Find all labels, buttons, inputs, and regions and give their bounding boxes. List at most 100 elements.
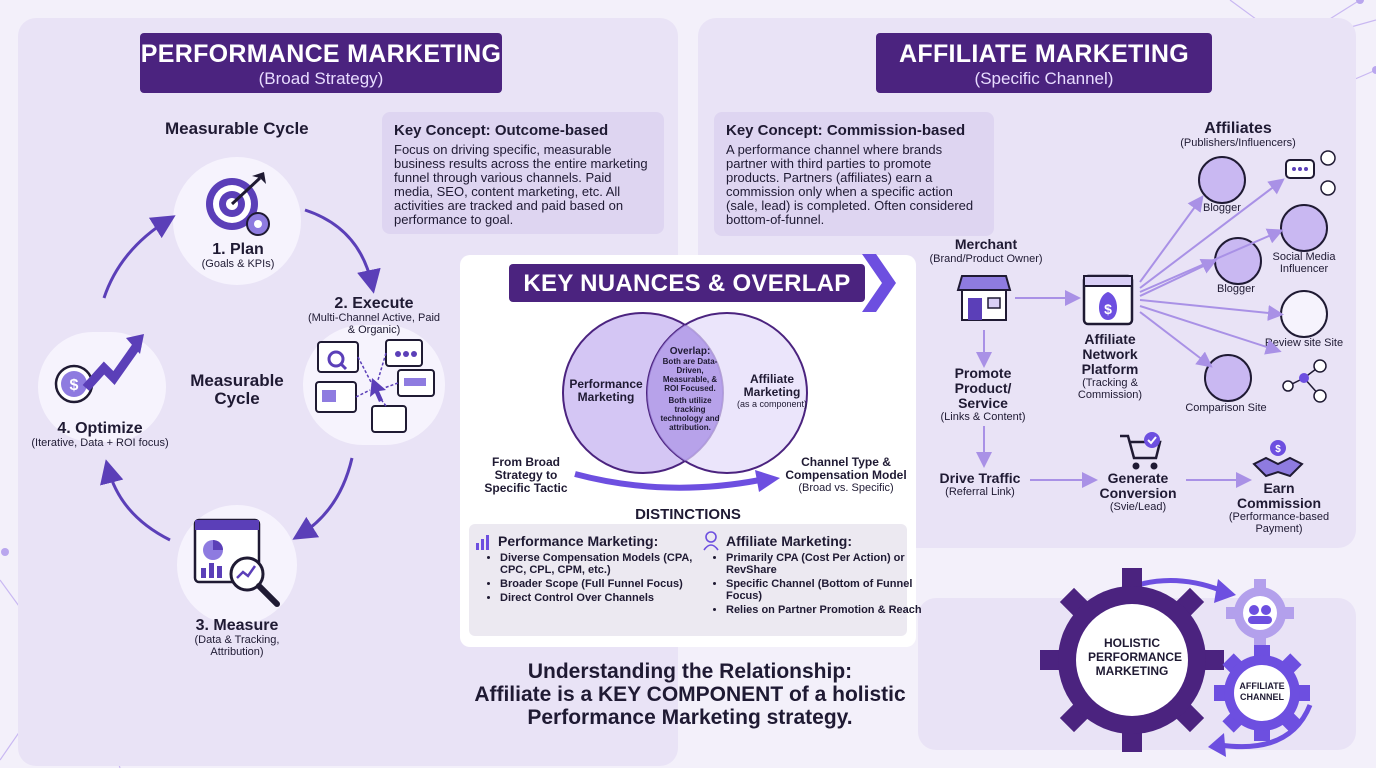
svg-text:$: $ [1104, 301, 1112, 317]
promote-label: Promote Product/ Service (Links & Conten… [928, 365, 1038, 424]
distinctions-heading: DISTINCTIONS [635, 506, 741, 523]
earn-label: Earn Commission (Performance-based Payme… [1220, 480, 1338, 536]
svg-text:$: $ [70, 377, 79, 394]
overlap-box: Overlap: Both are Data-Driven, Measurabl… [655, 346, 725, 432]
affiliate-title: AFFILIATE MARKETING [899, 40, 1189, 68]
distinctions-box [469, 524, 907, 636]
affiliates-title: Affiliates [1204, 120, 1272, 137]
affiliate-type-comparison: Comparison Site [1185, 402, 1267, 414]
affiliate-type-review: Review site Site [1264, 337, 1344, 349]
step-plan-label: 1. Plan (Goals & KPIs) [183, 241, 293, 270]
affiliate-title-box: AFFILIATE MARKETING (Specific Channel) [876, 33, 1212, 93]
aff-item: Specific Channel (Bottom of Funnel Focus… [726, 578, 922, 602]
drive-sub: (Referral Link) [945, 486, 1015, 498]
venn-diagram [562, 312, 808, 474]
bar-chart-icon [476, 535, 489, 550]
venn-right-title: Affiliate Marketing [743, 372, 801, 399]
from-strategy-label: From Broad Strategy to Specific Tactic [484, 455, 568, 495]
network-title: Affiliate Network Platform [1081, 331, 1139, 377]
step-execute-label: 2. Execute (Multi-Channel Active, Paid &… [306, 295, 442, 336]
promote-title: Promote Product/ Service [954, 365, 1012, 411]
network-platform-icon: $ [1082, 274, 1134, 326]
step-measure-sub: (Data & Tracking, Attribution) [194, 634, 280, 658]
store-icon [956, 275, 1012, 321]
step-optimize-sub: (Iterative, Data + ROI focus) [31, 437, 169, 449]
perf-distinctions-head: Performance Marketing: [498, 533, 659, 549]
target-gear-icon [206, 172, 270, 236]
perf-item: Direct Control Over Channels [500, 592, 710, 604]
relationship-line-3: Performance Marketing strategy. [527, 706, 853, 729]
merchant-label: Merchant (Brand/Product Owner) [918, 236, 1054, 265]
cycle-heading: Measurable Cycle [165, 119, 309, 138]
person-badge-icon [703, 531, 719, 551]
affiliate-concept-box: Key Concept: Commission-based A performa… [714, 112, 994, 236]
aff-item: Relies on Partner Promotion & Reach [726, 604, 922, 616]
overlap-title: Overlap: [669, 346, 711, 357]
earn-sub: (Performance-based Payment) [1228, 511, 1330, 535]
step-measure-title: 3. Measure [195, 617, 279, 634]
performance-concept-title: Key Concept: Outcome-based [394, 122, 609, 139]
nuances-title: KEY NUANCES & OVERLAP [523, 270, 851, 297]
perf-distinctions-list: Diverse Compensation Models (CPA, CPC, C… [482, 552, 710, 604]
cycle-center-label: Measurable Cycle [190, 371, 284, 408]
promote-sub: (Links & Content) [940, 411, 1026, 423]
affiliate-type-blogger-2: Blogger [1217, 283, 1255, 295]
affiliate-type-blogger-1: Blogger [1203, 202, 1241, 214]
nuances-title-box: KEY NUANCES & OVERLAP [509, 264, 865, 302]
drive-label: Drive Traffic (Referral Link) [934, 470, 1026, 499]
influencer-avatar [1280, 204, 1328, 252]
blogger-avatar-1 [1198, 156, 1246, 204]
aff-distinctions-list: Primarily CPA (Cost Per Action) or RevSh… [708, 552, 922, 616]
relationship-statement: Understanding the Relationship: Affiliat… [440, 660, 940, 729]
drive-title: Drive Traffic [939, 470, 1021, 486]
affiliate-subtitle: (Specific Channel) [974, 69, 1114, 88]
network-users-icon [1282, 359, 1327, 403]
step-optimize-label: 4. Optimize (Iterative, Data + ROI focus… [22, 420, 178, 449]
growth-arrow-dollar-icon: $ [54, 334, 144, 404]
affiliate-gear-label: AFFILIATE CHANNEL [1239, 681, 1285, 702]
network-sub: (Tracking & Commission) [1077, 377, 1143, 401]
aff-item: Primarily CPA (Cost Per Action) or RevSh… [726, 552, 922, 576]
conversion-label: Generate Conversion (Svie/Lead) [1086, 470, 1190, 514]
cart-icon [1120, 432, 1162, 470]
channel-sub: (Broad vs. Specific) [798, 482, 894, 494]
perf-item: Diverse Compensation Models (CPA, CPC, C… [500, 552, 710, 576]
venn-left-label: Performance Marketing [569, 377, 643, 404]
merchant-sub: (Brand/Product Owner) [929, 253, 1043, 265]
affiliates-sub: (Publishers/Influencers) [1180, 137, 1296, 149]
performance-title-box: PERFORMANCE MARKETING (Broad Strategy) [140, 33, 502, 93]
analytics-magnifier-icon [193, 518, 280, 607]
merchant-title: Merchant [954, 236, 1018, 252]
holistic-gear-label: HOLISTIC PERFORMANCE MARKETING [1088, 636, 1183, 678]
overlap-body-1: Both are Data-Driven, Measurable, & ROI … [662, 357, 718, 393]
cycle-arrows [100, 208, 381, 542]
network-label: Affiliate Network Platform (Tracking & C… [1064, 331, 1156, 402]
aff-distinctions-head: Affiliate Marketing: [726, 533, 853, 549]
step-plan-title: 1. Plan [212, 241, 264, 258]
holistic-gear-icon [1040, 568, 1313, 757]
conversion-title: Generate Conversion [1099, 470, 1177, 501]
strategy-arrow [574, 470, 780, 492]
chevron-right-icon [862, 254, 896, 312]
performance-title: PERFORMANCE MARKETING [140, 40, 502, 68]
affiliates-header: Affiliates (Publishers/Influencers) [1150, 120, 1326, 149]
comparison-avatar [1204, 354, 1252, 402]
affiliate-type-influencer: Social Media Influencer [1272, 251, 1336, 275]
performance-concept-box: Key Concept: Outcome-based Focus on driv… [382, 112, 664, 234]
venn-right-sub: (as a component) [736, 399, 808, 409]
channel-label: Channel Type & Compensation Model (Broad… [778, 456, 914, 495]
performance-concept-body: Focus on driving specific, measurable bu… [394, 142, 648, 227]
conversion-sub: (Svie/Lead) [1109, 501, 1167, 513]
relationship-line-2: Affiliate is a KEY COMPONENT of a holist… [474, 683, 906, 706]
relationship-line-1: Understanding the Relationship: [527, 660, 853, 683]
step-plan-sub: (Goals & KPIs) [201, 258, 275, 270]
performance-subtitle: (Broad Strategy) [258, 69, 384, 88]
affiliate-concept-title: Key Concept: Commission-based [726, 122, 966, 139]
handshake-icon: $ [1252, 440, 1304, 478]
chat-users-icon [1285, 150, 1336, 196]
venn-right-label: Affiliate Marketing (as a component) [730, 372, 814, 410]
step-optimize-title: 4. Optimize [57, 420, 143, 437]
step-execute-sub: (Multi-Channel Active, Paid & Organic) [307, 312, 441, 336]
earn-title: Earn Commission [1236, 480, 1321, 511]
